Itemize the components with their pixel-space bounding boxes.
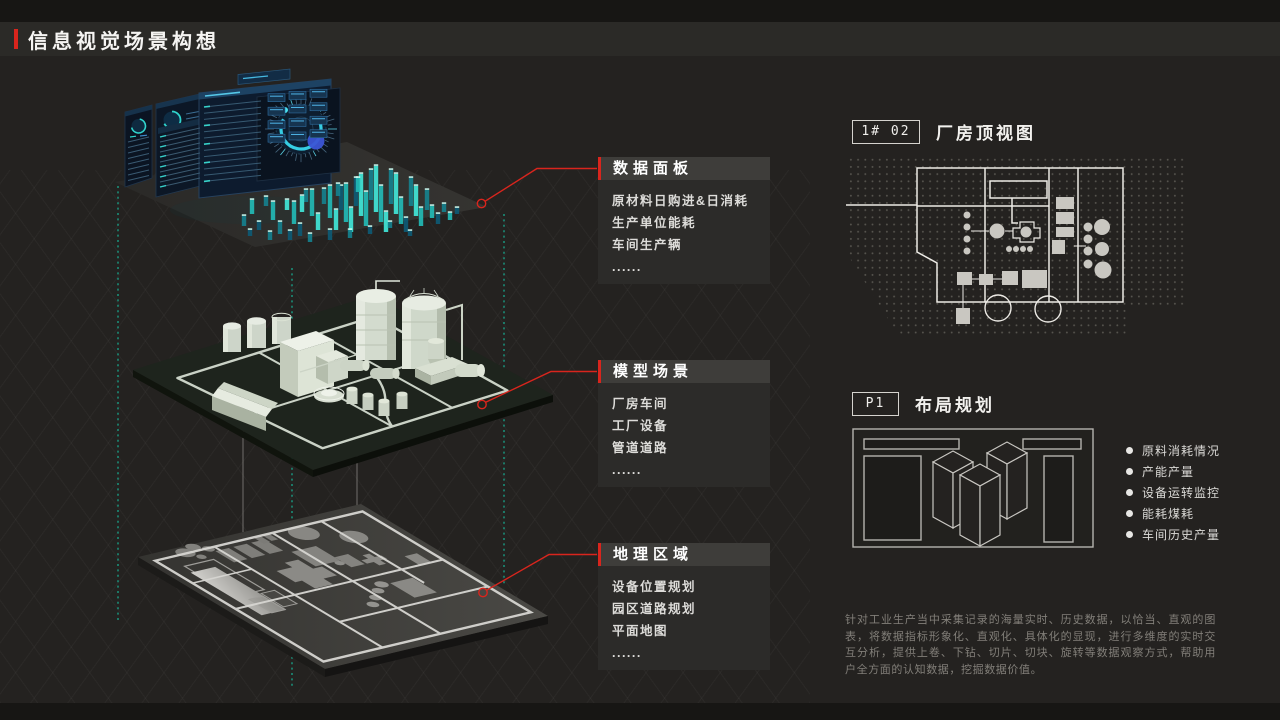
callout-body: 原材料日购进&日消耗 生产单位能耗 车间生产辆 ...... — [598, 180, 770, 284]
callout-body: 设备位置规划 园区道路规划 平面地图 ...... — [598, 566, 770, 670]
callout-item: ...... — [612, 646, 642, 660]
topview-heading: 1# 02 厂房顶视图 — [852, 119, 1036, 144]
callout-data-panel: 数据面板 原材料日购进&日消耗 生产单位能耗 车间生产辆 ...... — [598, 157, 770, 284]
bullet-dot-icon — [1126, 468, 1133, 475]
description-paragraph: 针对工业生产当中采集记录的海量实时、历史数据，以恰当、直观的图表，将数据指标形象… — [845, 614, 1216, 676]
dashboard-screens — [124, 68, 341, 199]
metric-row: 能耗煤耗 — [1126, 503, 1220, 524]
callout-geo-area: 地理区域 设备位置规划 园区道路规划 平面地图 ...... — [598, 543, 770, 670]
callout-item: 管道道路 — [612, 441, 669, 455]
large-tanks — [356, 280, 463, 369]
layout-tag-box: P1 — [852, 391, 899, 416]
topview-title: 厂房顶视图 — [936, 124, 1036, 143]
callout-item: 平面地图 — [612, 624, 669, 638]
callout-item: 车间生产辆 — [612, 238, 683, 252]
callout-connectors — [476, 167, 597, 598]
letterbox-bottom — [0, 703, 1280, 720]
data-layer — [115, 68, 487, 247]
metric-label: 产能产量 — [1142, 465, 1195, 479]
topview-tag-box: 1# 02 — [852, 119, 920, 144]
geo-roads — [155, 511, 531, 661]
bullet-dot-icon — [1126, 489, 1133, 496]
bullet-dot-icon — [1126, 510, 1133, 517]
geo-plan-layer — [138, 504, 548, 677]
layout-title: 布局规划 — [915, 396, 995, 415]
callout-title: 地理区域 — [598, 543, 770, 566]
callout-item: ...... — [612, 463, 642, 477]
metrics-list: 原料消耗情况 产能产量 设备运转监控 能耗煤耗 车间历史产量 — [1126, 440, 1220, 545]
central-plant — [280, 331, 357, 397]
title-strip: 信息视觉场景构想 — [0, 22, 1280, 56]
bullet-dot-icon — [1126, 447, 1133, 454]
callout-item: 设备位置规划 — [612, 580, 697, 594]
metric-row: 原料消耗情况 — [1126, 440, 1220, 461]
callout-item: 生产单位能耗 — [612, 216, 697, 230]
callout-title: 模型场景 — [598, 360, 770, 383]
callout-model-scene: 模型场景 厂房车间 工厂设备 管道道路 ...... — [598, 360, 770, 487]
data-bars-3d — [241, 164, 460, 242]
layout-heading: P1 布局规划 — [852, 391, 995, 416]
metric-label: 能耗煤耗 — [1142, 507, 1195, 521]
equipment — [313, 338, 485, 416]
metric-label: 原料消耗情况 — [1142, 444, 1221, 458]
model-factory-layer — [133, 281, 553, 477]
metric-row: 车间历史产量 — [1126, 524, 1220, 545]
callout-item: 厂房车间 — [612, 397, 669, 411]
warehouse — [212, 382, 278, 431]
metric-row: 设备运转监控 — [1126, 482, 1220, 503]
callout-item: 原材料日购进&日消耗 — [612, 194, 749, 208]
metric-label: 设备运转监控 — [1142, 486, 1221, 500]
letterbox-top — [0, 0, 1280, 22]
factory-topview-diagram — [846, 157, 1188, 338]
bullet-dot-icon — [1126, 531, 1133, 538]
metric-label: 车间历史产量 — [1142, 528, 1221, 542]
layout-plan-diagram — [852, 428, 1094, 548]
callout-body: 厂房车间 工厂设备 管道道路 ...... — [598, 383, 770, 487]
topview-shapes — [956, 197, 1112, 324]
small-tanks — [223, 312, 292, 352]
callout-item: 工厂设备 — [612, 419, 669, 433]
callout-item: ...... — [612, 260, 642, 274]
title-accent-bar — [14, 29, 18, 49]
callout-item: 园区道路规划 — [612, 602, 697, 616]
metric-row: 产能产量 — [1126, 461, 1220, 482]
callout-title: 数据面板 — [598, 157, 770, 180]
screen-row-lines — [127, 88, 328, 188]
layout-cuboids — [931, 441, 1029, 548]
page-title: 信息视觉场景构想 — [28, 30, 220, 53]
